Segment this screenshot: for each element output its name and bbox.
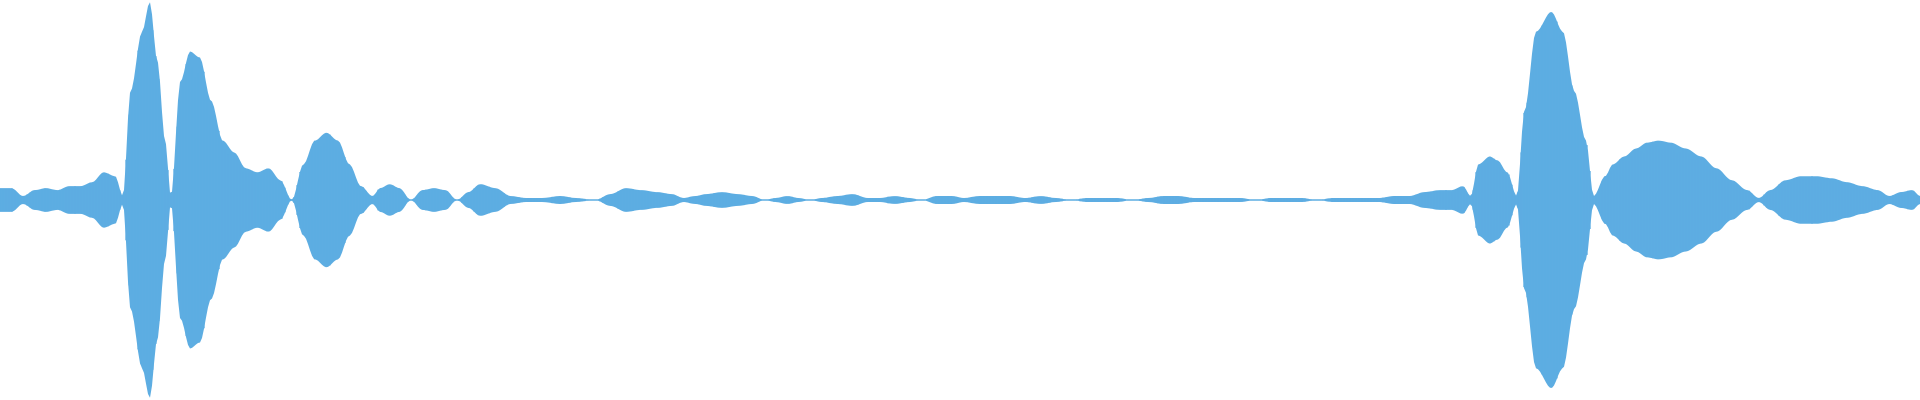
waveform-ripple-lines (0, 21, 1918, 379)
